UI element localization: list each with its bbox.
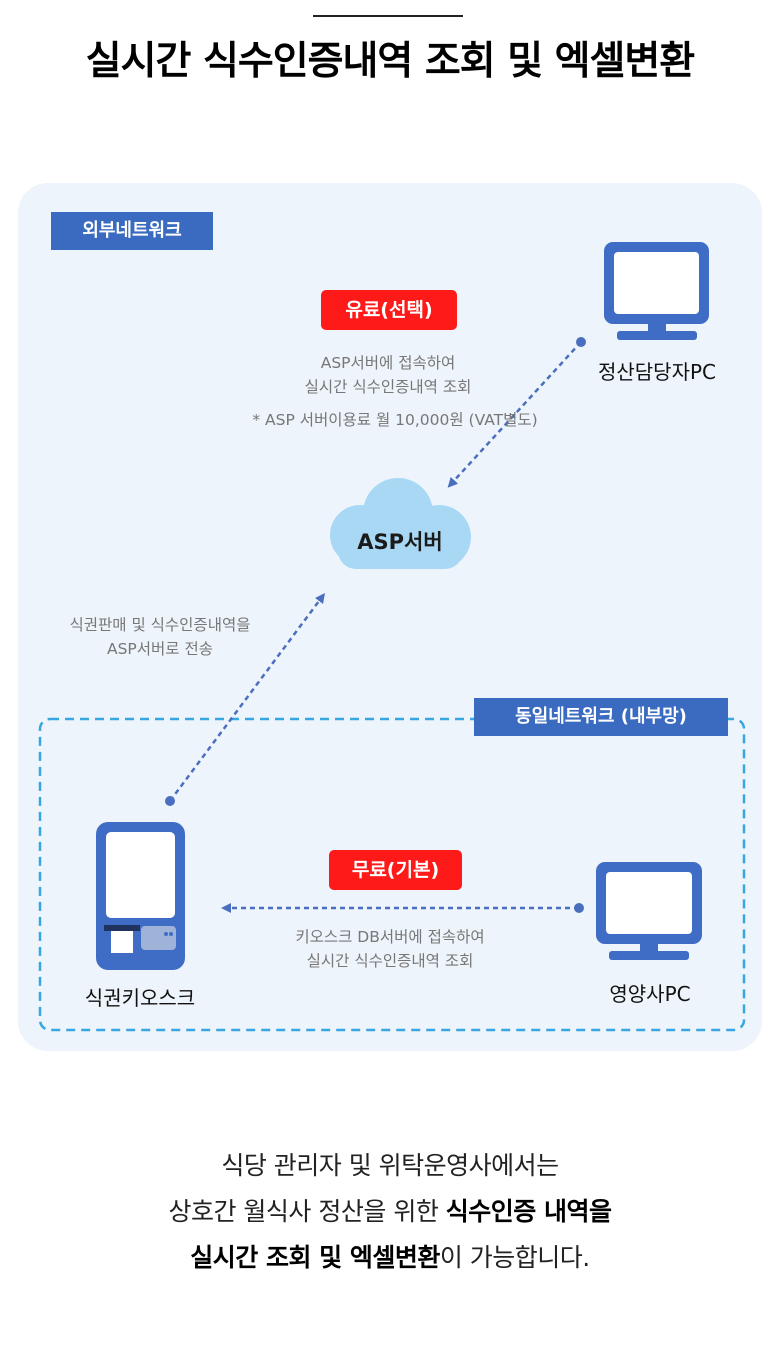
asp-server-label: ASP서버 [357,530,443,554]
kiosk-to-server-connector [165,592,325,806]
asp-fee-note: * ASP 서버이용료 월 10,000원 (VAT별도) [252,411,538,429]
free-default-badge: 무료(기본) [329,850,462,890]
summary-line-2: 상호간 월식사 정산을 위한 식수인증 내역을 [168,1197,612,1226]
paid-option-badge: 유료(선택) [321,290,457,330]
summary-line-3: 실시간 조회 및 엑셀변환이 가능합니다. [190,1243,590,1272]
summary-line-1: 식당 관리자 및 위탁운영사에서는 [221,1151,559,1180]
kiosk-db-note: 키오스크 DB서버에 접속하여 실시간 식수인증내역 조회 [295,928,485,970]
internal-network-label: 동일네트워크 (내부망) [474,698,728,736]
dietitian-pc-icon [596,862,702,960]
asp-server-cloud-icon [330,478,471,569]
internal-network-border [38,717,746,1032]
asp-access-note: ASP서버에 접속하여 실시간 식수인증내역 조회 [304,354,472,396]
dietitian-pc-label: 영양사PC [609,982,691,1006]
settlement-pc-icon [604,242,709,340]
settlement-pc-label: 정산담당자PC [597,360,717,384]
summary-text: 식당 관리자 및 위탁운영사에서는 상호간 월식사 정산을 위한 식수인증 내역… [0,1143,780,1281]
kiosk-label: 식권키오스크 [84,986,196,1010]
kiosk-upload-note: 식권판매 및 식수인증내역을 ASP서버로 전송 [69,616,251,658]
kiosk-icon [96,822,185,970]
page-title: 실시간 식수인증내역 조회 및 엑셀변환 [85,39,695,84]
top-divider [313,15,463,17]
external-network-label: 외부네트워크 [51,212,213,250]
dietitian-to-kiosk-connector [221,903,584,913]
settlement-to-server-connector [447,337,586,488]
